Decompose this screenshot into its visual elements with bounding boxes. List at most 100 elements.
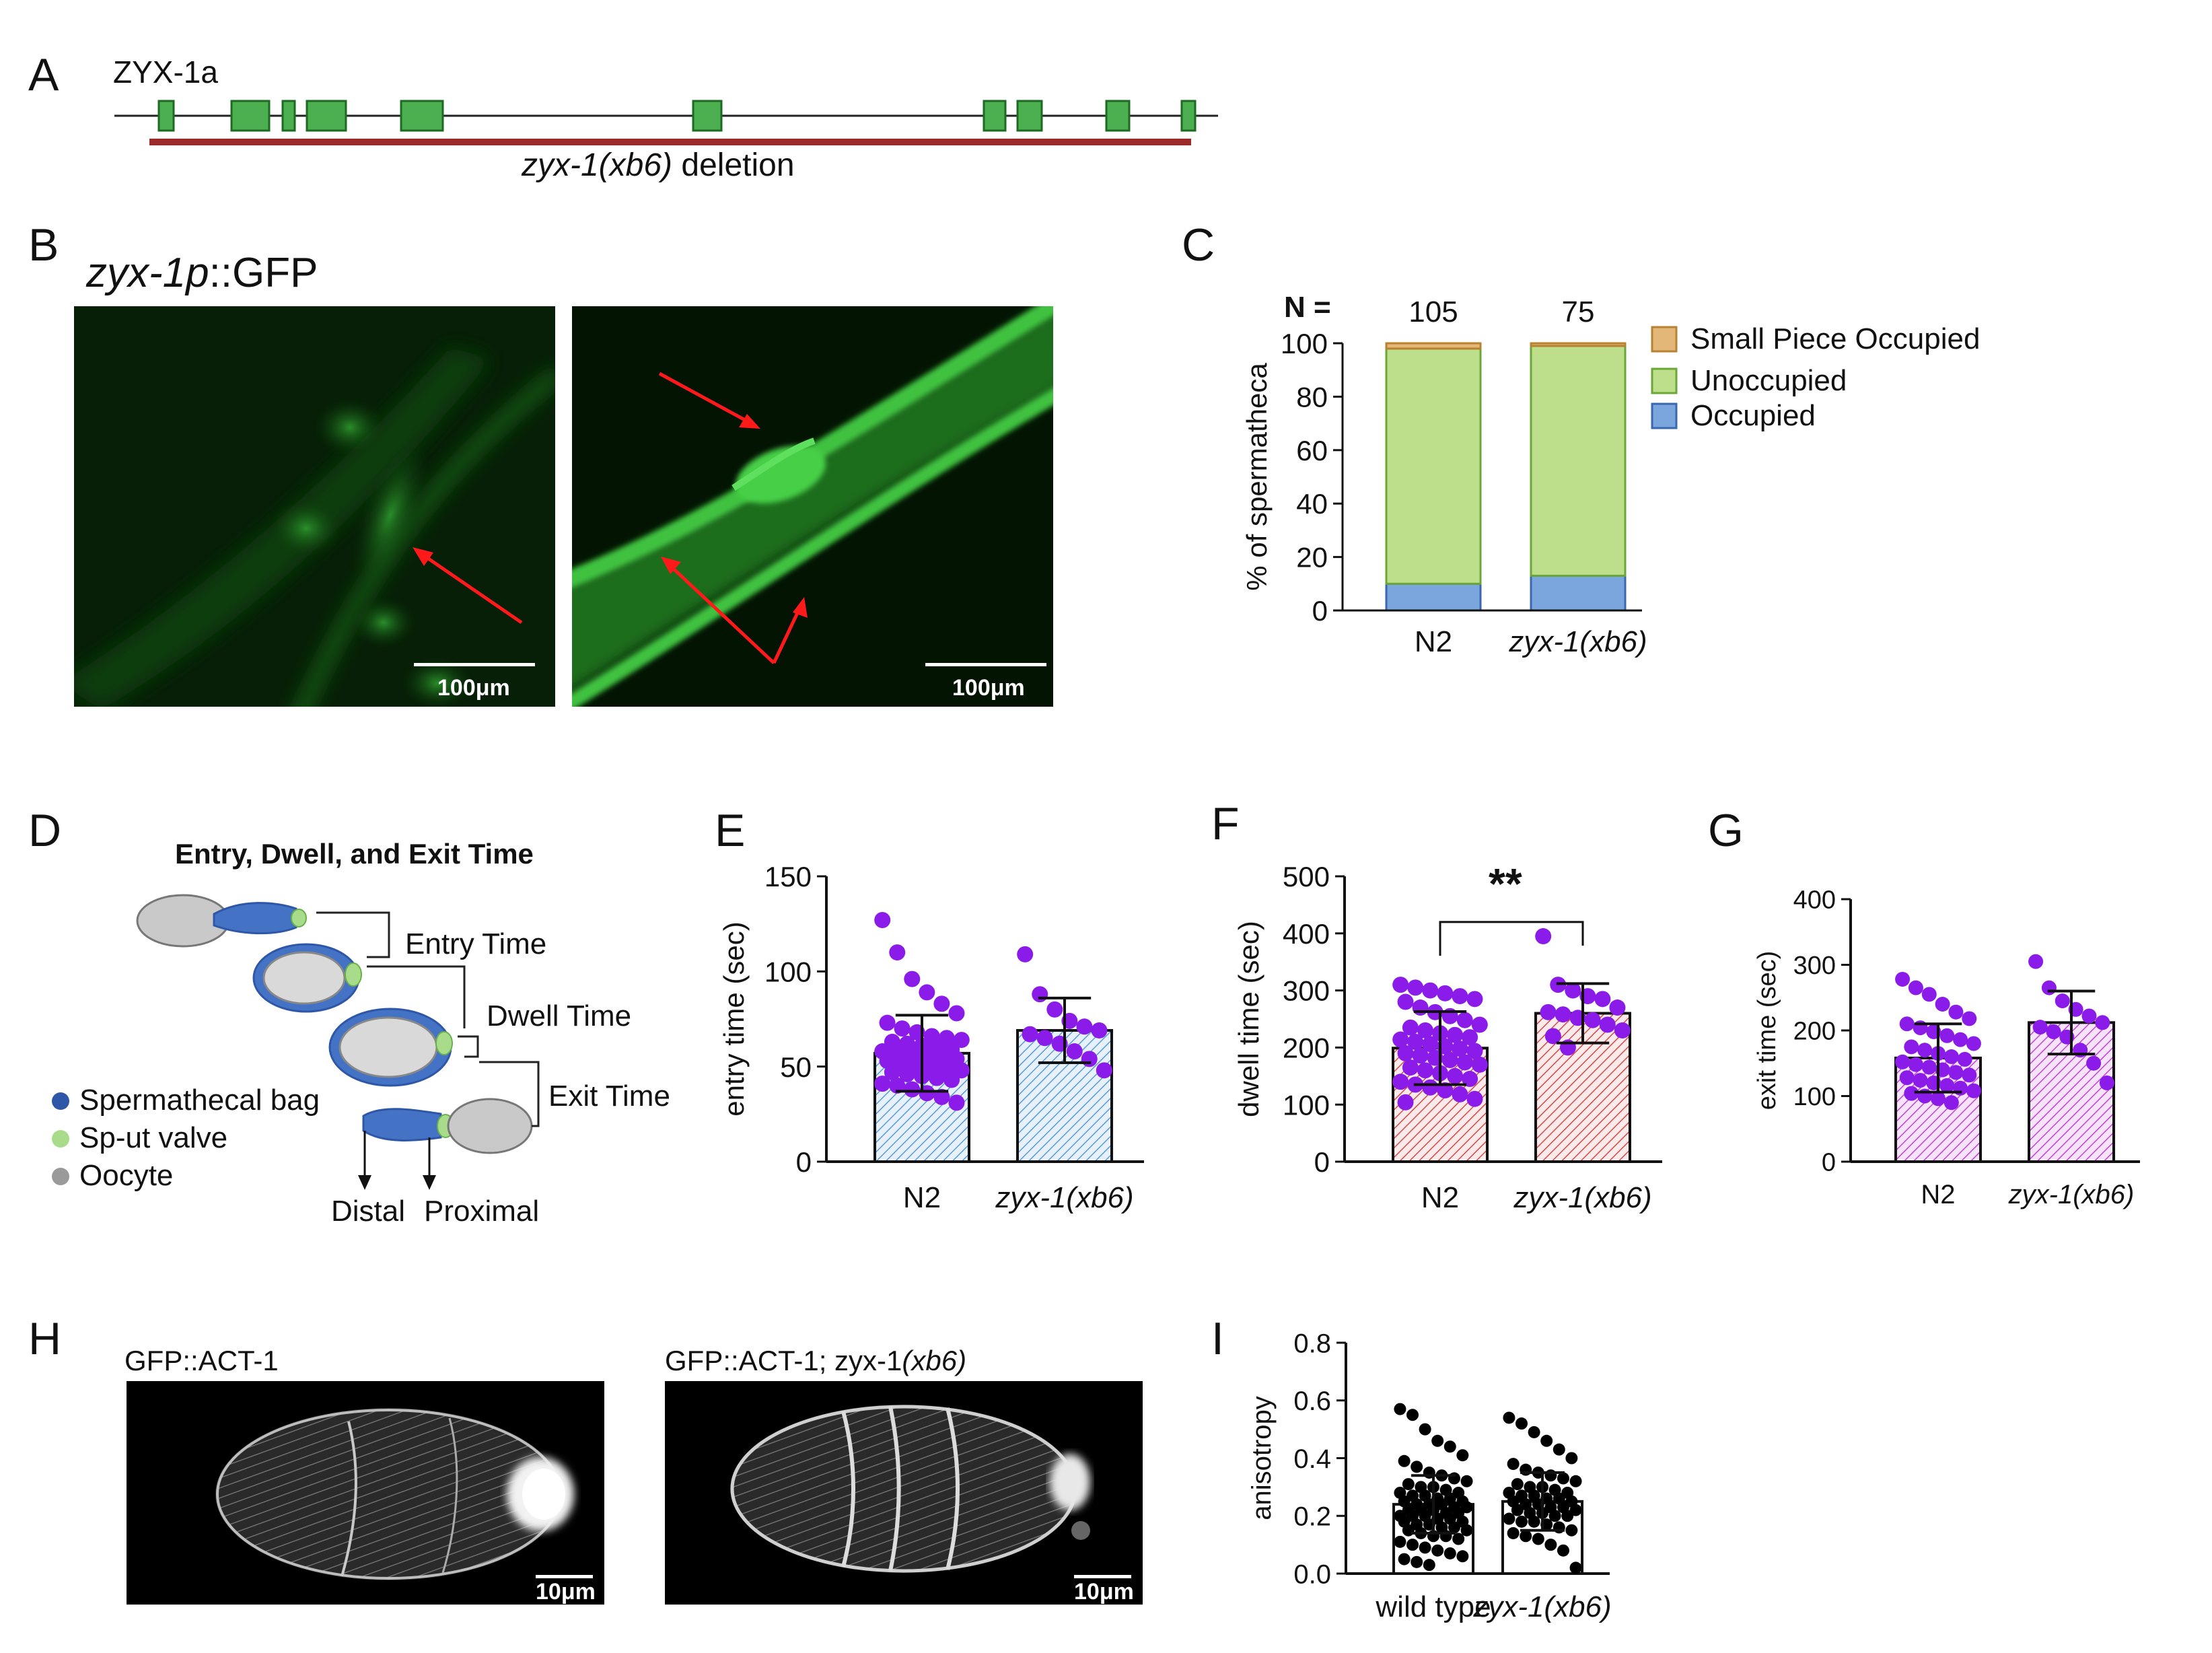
panel-label-h: H	[28, 1313, 62, 1364]
i-point-0-0	[1394, 1403, 1406, 1415]
n-label: N =	[1284, 291, 1331, 324]
i-point-1-32	[1548, 1510, 1561, 1522]
c-x-label-0: N2	[1415, 625, 1452, 658]
i-y-tick-label-1: 0.2	[1293, 1502, 1331, 1532]
i-point-1-33	[1561, 1510, 1574, 1522]
i-point-0-6	[1398, 1454, 1411, 1467]
micrograph-title-right-plain: GFP::ACT-1; zyx-1	[665, 1345, 902, 1376]
i-point-0-10	[1448, 1472, 1460, 1485]
f-point-0-11	[1471, 1016, 1488, 1033]
g-y-axis-label: exit time (sec)	[1753, 951, 1781, 1110]
e-point-0-30	[898, 1065, 915, 1082]
g-point-0-4	[1948, 1004, 1964, 1020]
i-point-0-1	[1406, 1409, 1419, 1421]
e-point-1-6	[1022, 1026, 1038, 1043]
direction-distal: Distal	[331, 1195, 406, 1228]
f-point-1-11	[1614, 1022, 1631, 1039]
panel-b-title-promoter: zyx-1p	[86, 250, 209, 296]
f-point-0-32	[1447, 1067, 1464, 1084]
exon-2	[230, 100, 271, 132]
stage-label-dwell: Dwell Time	[487, 999, 632, 1032]
f-point-0-0	[1392, 977, 1409, 993]
g-point-0-28	[1966, 1083, 1981, 1098]
micrograph-title-right: GFP::ACT-1; zyx-1(xb6)	[665, 1345, 966, 1377]
c-y-tick-label-3: 60	[1296, 435, 1328, 466]
scale-label-h-right: 10μm	[1074, 1579, 1134, 1605]
e-point-0-36	[904, 1081, 921, 1098]
e-point-0-2	[904, 971, 921, 987]
e-point-0-0	[874, 912, 891, 929]
i-point-0-3	[1431, 1434, 1444, 1447]
i-point-0-55	[1443, 1547, 1456, 1559]
f-y-tick-label-1: 100	[1283, 1089, 1330, 1121]
stage-entry	[136, 894, 307, 948]
gene-model	[114, 100, 1218, 145]
g-point-0-6	[1899, 1016, 1915, 1032]
deletion-label: zyx-1(xb6) deletion	[522, 147, 795, 184]
scale-label-h-left: 10μm	[536, 1579, 596, 1605]
actin-micrograph-right: 10μm	[665, 1381, 1143, 1605]
g-y-tick-label-4: 400	[1793, 886, 1836, 915]
g-point-1-2	[2055, 993, 2070, 1009]
f-y-tick-label-5: 500	[1283, 861, 1330, 892]
e-point-1-2	[1046, 1001, 1063, 1018]
direction-arrows	[363, 1131, 431, 1176]
f-y-tick-label-4: 400	[1283, 918, 1330, 950]
f-point-0-29	[1402, 1059, 1419, 1076]
c-x-label-1: zyx-1(xb6)	[1508, 625, 1647, 658]
exon-4	[306, 100, 347, 132]
i-point-0-12	[1402, 1478, 1415, 1491]
diagram-title: Entry, Dwell, and Exit Time	[175, 838, 534, 870]
f-point-0-40	[1397, 1094, 1414, 1111]
i-point-0-59	[1423, 1559, 1435, 1572]
f-point-1-5	[1609, 999, 1626, 1016]
c-bar-1-occupied	[1530, 574, 1627, 612]
g-point-0-9	[1939, 1028, 1955, 1043]
g-point-0-1	[1908, 980, 1923, 995]
i-point-0-7	[1411, 1461, 1423, 1473]
panel-b-title-gfp: ::GFP	[209, 250, 318, 296]
g-y-tick-label-3: 300	[1793, 952, 1836, 980]
e-point-1-5	[1091, 1022, 1108, 1039]
g-y-tick-label-0: 0	[1822, 1149, 1836, 1177]
f-point-0-12	[1402, 1019, 1419, 1036]
f-point-0-18	[1407, 1033, 1424, 1050]
i-point-0-58	[1411, 1555, 1423, 1568]
i-y-tick-label-3: 0.6	[1293, 1386, 1331, 1416]
i-point-1-34	[1503, 1512, 1515, 1525]
e-point-0-1	[889, 944, 906, 961]
e-x-label-0: N2	[903, 1181, 941, 1214]
i-point-1-36	[1528, 1515, 1540, 1528]
g-point-0-3	[1935, 997, 1950, 1012]
i-point-1-45	[1569, 1561, 1582, 1574]
i-point-0-56	[1456, 1550, 1469, 1563]
g-point-0-26	[1939, 1078, 1955, 1093]
deletion-bar	[149, 139, 1191, 145]
c-legend-swatch-0	[1651, 326, 1678, 353]
scale-label-right: 100μm	[952, 675, 1025, 701]
ovulation-diagram	[52, 894, 540, 1190]
legend-dot-oocyte	[52, 1168, 69, 1185]
c-legend-label-0: Small Piece Occupied	[1690, 322, 1980, 355]
f-point-0-33	[1462, 1071, 1478, 1088]
e-point-0-33	[943, 1071, 960, 1088]
e-point-1-11	[1096, 1062, 1112, 1079]
gfp-micrograph-left: 100μm	[74, 306, 555, 707]
i-point-1-6	[1507, 1458, 1520, 1471]
g-point-0-10	[1953, 1032, 1968, 1047]
exon-5	[400, 100, 444, 132]
g-point-1-10	[2086, 1055, 2102, 1071]
panel-label-c: C	[1182, 219, 1215, 271]
g-y-tick-label-1: 100	[1793, 1083, 1836, 1111]
f-point-1-9	[1584, 1012, 1601, 1028]
c-n-value-1: 75	[1562, 295, 1595, 328]
i-point-0-4	[1443, 1440, 1456, 1453]
panel-label-f: F	[1211, 798, 1240, 849]
i-point-0-5	[1456, 1449, 1469, 1462]
f-point-0-1	[1407, 979, 1424, 996]
c-legend-swatch-2	[1651, 402, 1678, 429]
f-point-0-2	[1422, 982, 1439, 999]
